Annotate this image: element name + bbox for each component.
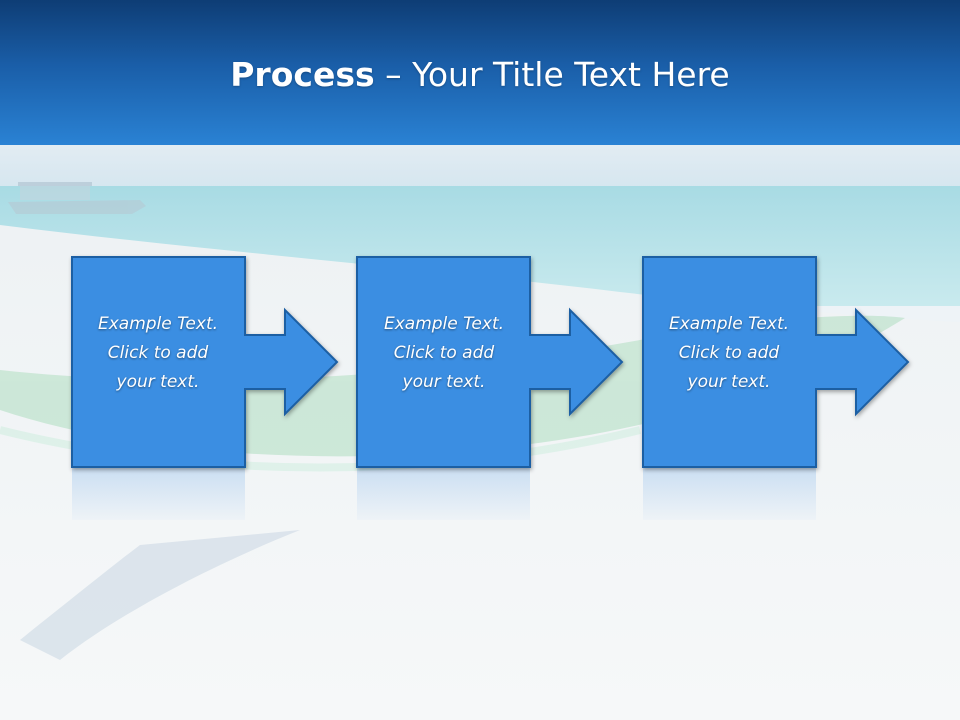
step-2-line-2: Click to add <box>393 343 495 363</box>
title-bar: Process – Your Title Text Here <box>0 0 960 145</box>
step-1-line-2: Click to add <box>107 343 209 363</box>
step-2-line-3: your text. <box>402 372 486 392</box>
process-step-3[interactable] <box>642 256 910 520</box>
step-2-line-1: Example Text. <box>383 314 505 334</box>
shadow-shape <box>20 530 300 660</box>
step-3-box-arrow <box>642 256 910 468</box>
boat-silhouette <box>8 182 146 214</box>
step-3-text[interactable]: Example Text. Click to add your text. <box>642 310 816 397</box>
step-2-reflection-fade <box>357 467 530 520</box>
step-1-text[interactable]: Example Text. Click to add your text. <box>71 310 245 397</box>
step-3-line-1: Example Text. <box>668 314 790 334</box>
step-3-line-2: Click to add <box>678 343 780 363</box>
step-3-line-3: your text. <box>687 372 771 392</box>
process-step-2[interactable] <box>356 256 624 520</box>
step-1-reflection-fade <box>72 467 245 520</box>
step-1-line-3: your text. <box>116 372 200 392</box>
process-step-1[interactable] <box>71 256 339 520</box>
step-2-text[interactable]: Example Text. Click to add your text. <box>357 310 531 397</box>
title-bold-text: Process <box>230 55 375 94</box>
title-rest-text: – Your Title Text Here <box>374 55 730 94</box>
step-2-box-arrow <box>356 256 624 468</box>
slide-title[interactable]: Process – Your Title Text Here <box>0 52 960 98</box>
step-3-reflection-fade <box>643 467 816 520</box>
step-1-box-arrow <box>71 256 339 468</box>
step-1-line-1: Example Text. <box>97 314 219 334</box>
